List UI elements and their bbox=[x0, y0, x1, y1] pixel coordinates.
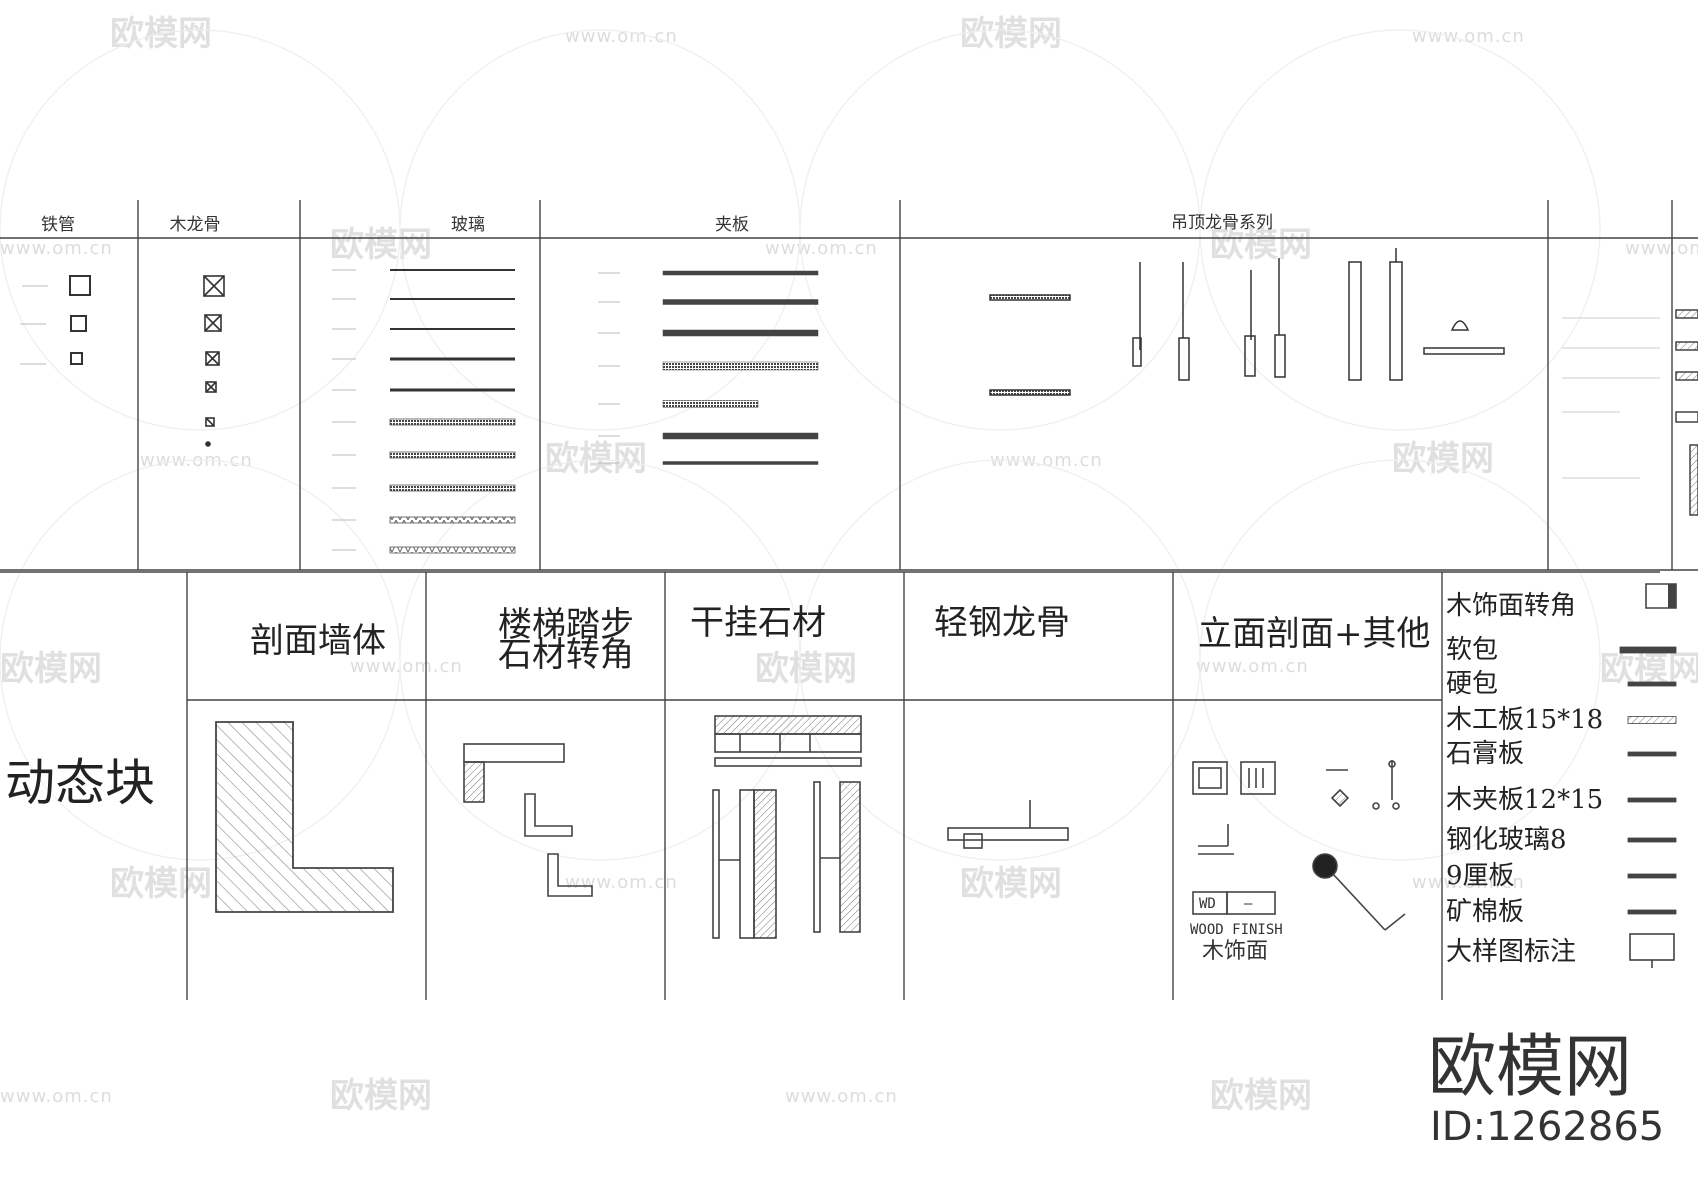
header-stone-corner: 石材转角 bbox=[498, 635, 634, 675]
watermark-arc bbox=[1199, 29, 1601, 431]
watermark: www.om.cn bbox=[1196, 656, 1309, 677]
header-stair-step: 楼梯踏步 bbox=[498, 605, 634, 645]
watermark-arc bbox=[1199, 459, 1601, 861]
glass-line bbox=[389, 516, 516, 524]
brand-name: 欧模网 bbox=[1428, 1028, 1632, 1107]
watermark-arc bbox=[799, 29, 1201, 431]
material-swatch bbox=[1627, 681, 1677, 687]
watermark: www.om.cn bbox=[1412, 26, 1525, 47]
bottom-row-grid bbox=[0, 571, 1660, 1000]
header-dry-hang-stone: 干挂石材 bbox=[690, 603, 826, 643]
plywood-line bbox=[662, 270, 819, 276]
material-label: 木饰面转角 bbox=[1446, 591, 1576, 621]
glass-line bbox=[390, 388, 515, 392]
brand-id: ID:1262865 bbox=[1430, 1104, 1664, 1150]
material-swatch bbox=[1627, 797, 1677, 803]
watermark: 欧模网 bbox=[960, 864, 1062, 904]
header-light-steel-keel: 轻钢龙骨 bbox=[934, 603, 1070, 643]
light-steel-keel-symbol bbox=[947, 800, 1069, 849]
ceiling-keel-symbols bbox=[989, 248, 1505, 396]
material-swatch bbox=[1629, 933, 1675, 961]
header-steel-pipe: 铁管 bbox=[41, 215, 75, 235]
watermark: www.om.cn bbox=[765, 238, 878, 259]
watermark: www.om.cn bbox=[350, 656, 463, 677]
wood-finish-label-en: WOOD FINISH bbox=[1190, 922, 1283, 938]
ceiling-keel-partial-right bbox=[1562, 309, 1698, 516]
watermark-layer: 欧模网 www.om.cn 欧模网 www.om.cn 欧模网 www.om.cn 欧模网 w… bbox=[0, 14, 1698, 1116]
glass-line bbox=[389, 484, 516, 492]
wood-finish-label-cn: 木饰面 bbox=[1202, 939, 1268, 964]
material-swatch bbox=[1627, 751, 1677, 757]
watermark: www.om.cn bbox=[565, 26, 678, 47]
material-swatch bbox=[1619, 646, 1677, 654]
material-label: 钢化玻璃8 bbox=[1446, 825, 1567, 855]
watermark: 欧模网 bbox=[330, 1076, 432, 1116]
material-label: 石膏板 bbox=[1446, 739, 1524, 769]
material-label: 软包 bbox=[1446, 635, 1498, 665]
material-swatch bbox=[1627, 873, 1677, 879]
watermark: www.om.cn bbox=[565, 872, 678, 893]
material-label: 大样图标注 bbox=[1446, 937, 1576, 967]
section-wall-l-shape bbox=[215, 721, 394, 913]
steel-pipe-symbols bbox=[20, 275, 91, 365]
top-row-grid bbox=[0, 200, 1698, 571]
plywood-line bbox=[662, 400, 759, 408]
watermark: www.om.cn bbox=[990, 450, 1103, 471]
material-swatch bbox=[1627, 716, 1677, 724]
material-label: 矿棉板 bbox=[1446, 897, 1524, 927]
header-wood-keel: 木龙骨 bbox=[170, 215, 221, 235]
wood-keel-symbols bbox=[203, 275, 225, 447]
watermark: www.om.cn bbox=[1625, 238, 1698, 259]
header-section-wall: 剖面墙体 bbox=[250, 621, 386, 661]
header-plywood: 夹板 bbox=[715, 215, 749, 235]
material-swatch bbox=[1627, 909, 1677, 915]
glass-line bbox=[389, 546, 516, 554]
glass-line bbox=[390, 357, 515, 361]
watermark: 欧模网 bbox=[110, 864, 212, 904]
header-ceiling-keel: 吊顶龙骨系列 bbox=[1171, 213, 1273, 233]
watermark: www.om.cn bbox=[0, 1086, 113, 1107]
watermark: www.om.cn bbox=[0, 238, 113, 259]
glass-line bbox=[390, 269, 515, 271]
glass-line bbox=[390, 298, 515, 300]
glass-line bbox=[390, 328, 515, 330]
wd-dash: — bbox=[1244, 896, 1253, 912]
watermark: 欧模网 bbox=[1392, 439, 1494, 479]
watermark: www.om.cn bbox=[785, 1086, 898, 1107]
plywood-line bbox=[662, 299, 819, 305]
dry-hang-stone-symbols bbox=[712, 715, 862, 939]
watermark: 欧模网 bbox=[755, 649, 857, 689]
material-label: 木工板15*18 bbox=[1446, 705, 1603, 735]
material-label: 9厘板 bbox=[1446, 861, 1515, 891]
watermark: 欧模网 bbox=[545, 439, 647, 479]
watermark: 欧模网 bbox=[1210, 1076, 1312, 1116]
watermark: 欧模网 bbox=[960, 14, 1062, 54]
header-elevation-section: 立面剖面+其他 bbox=[1198, 614, 1431, 654]
watermark: 欧模网 bbox=[0, 649, 102, 689]
plywood-line bbox=[662, 461, 819, 465]
material-swatch bbox=[1668, 584, 1676, 608]
material-swatch bbox=[1627, 837, 1677, 843]
header-glass: 玻璃 bbox=[451, 215, 485, 235]
elevation-section-symbols bbox=[1192, 760, 1406, 931]
material-label: 木夹板12*15 bbox=[1446, 785, 1603, 815]
material-label: 硬包 bbox=[1446, 669, 1498, 699]
glass-line bbox=[389, 418, 516, 426]
glass-line bbox=[389, 451, 516, 459]
plywood-line bbox=[662, 361, 819, 371]
dynamic-block-title: 动态块 bbox=[5, 754, 155, 812]
plywood-line bbox=[662, 432, 819, 440]
watermark: 欧模网 bbox=[330, 225, 432, 265]
glass-thickness-lines bbox=[332, 269, 516, 554]
plywood-thickness-lines bbox=[598, 270, 819, 465]
watermark: www.om.cn bbox=[1412, 872, 1525, 893]
stair-tread-symbols bbox=[463, 743, 593, 897]
wd-tag: WD bbox=[1199, 896, 1216, 912]
plywood-line bbox=[662, 329, 819, 337]
watermark: 欧模网 bbox=[1210, 225, 1312, 265]
